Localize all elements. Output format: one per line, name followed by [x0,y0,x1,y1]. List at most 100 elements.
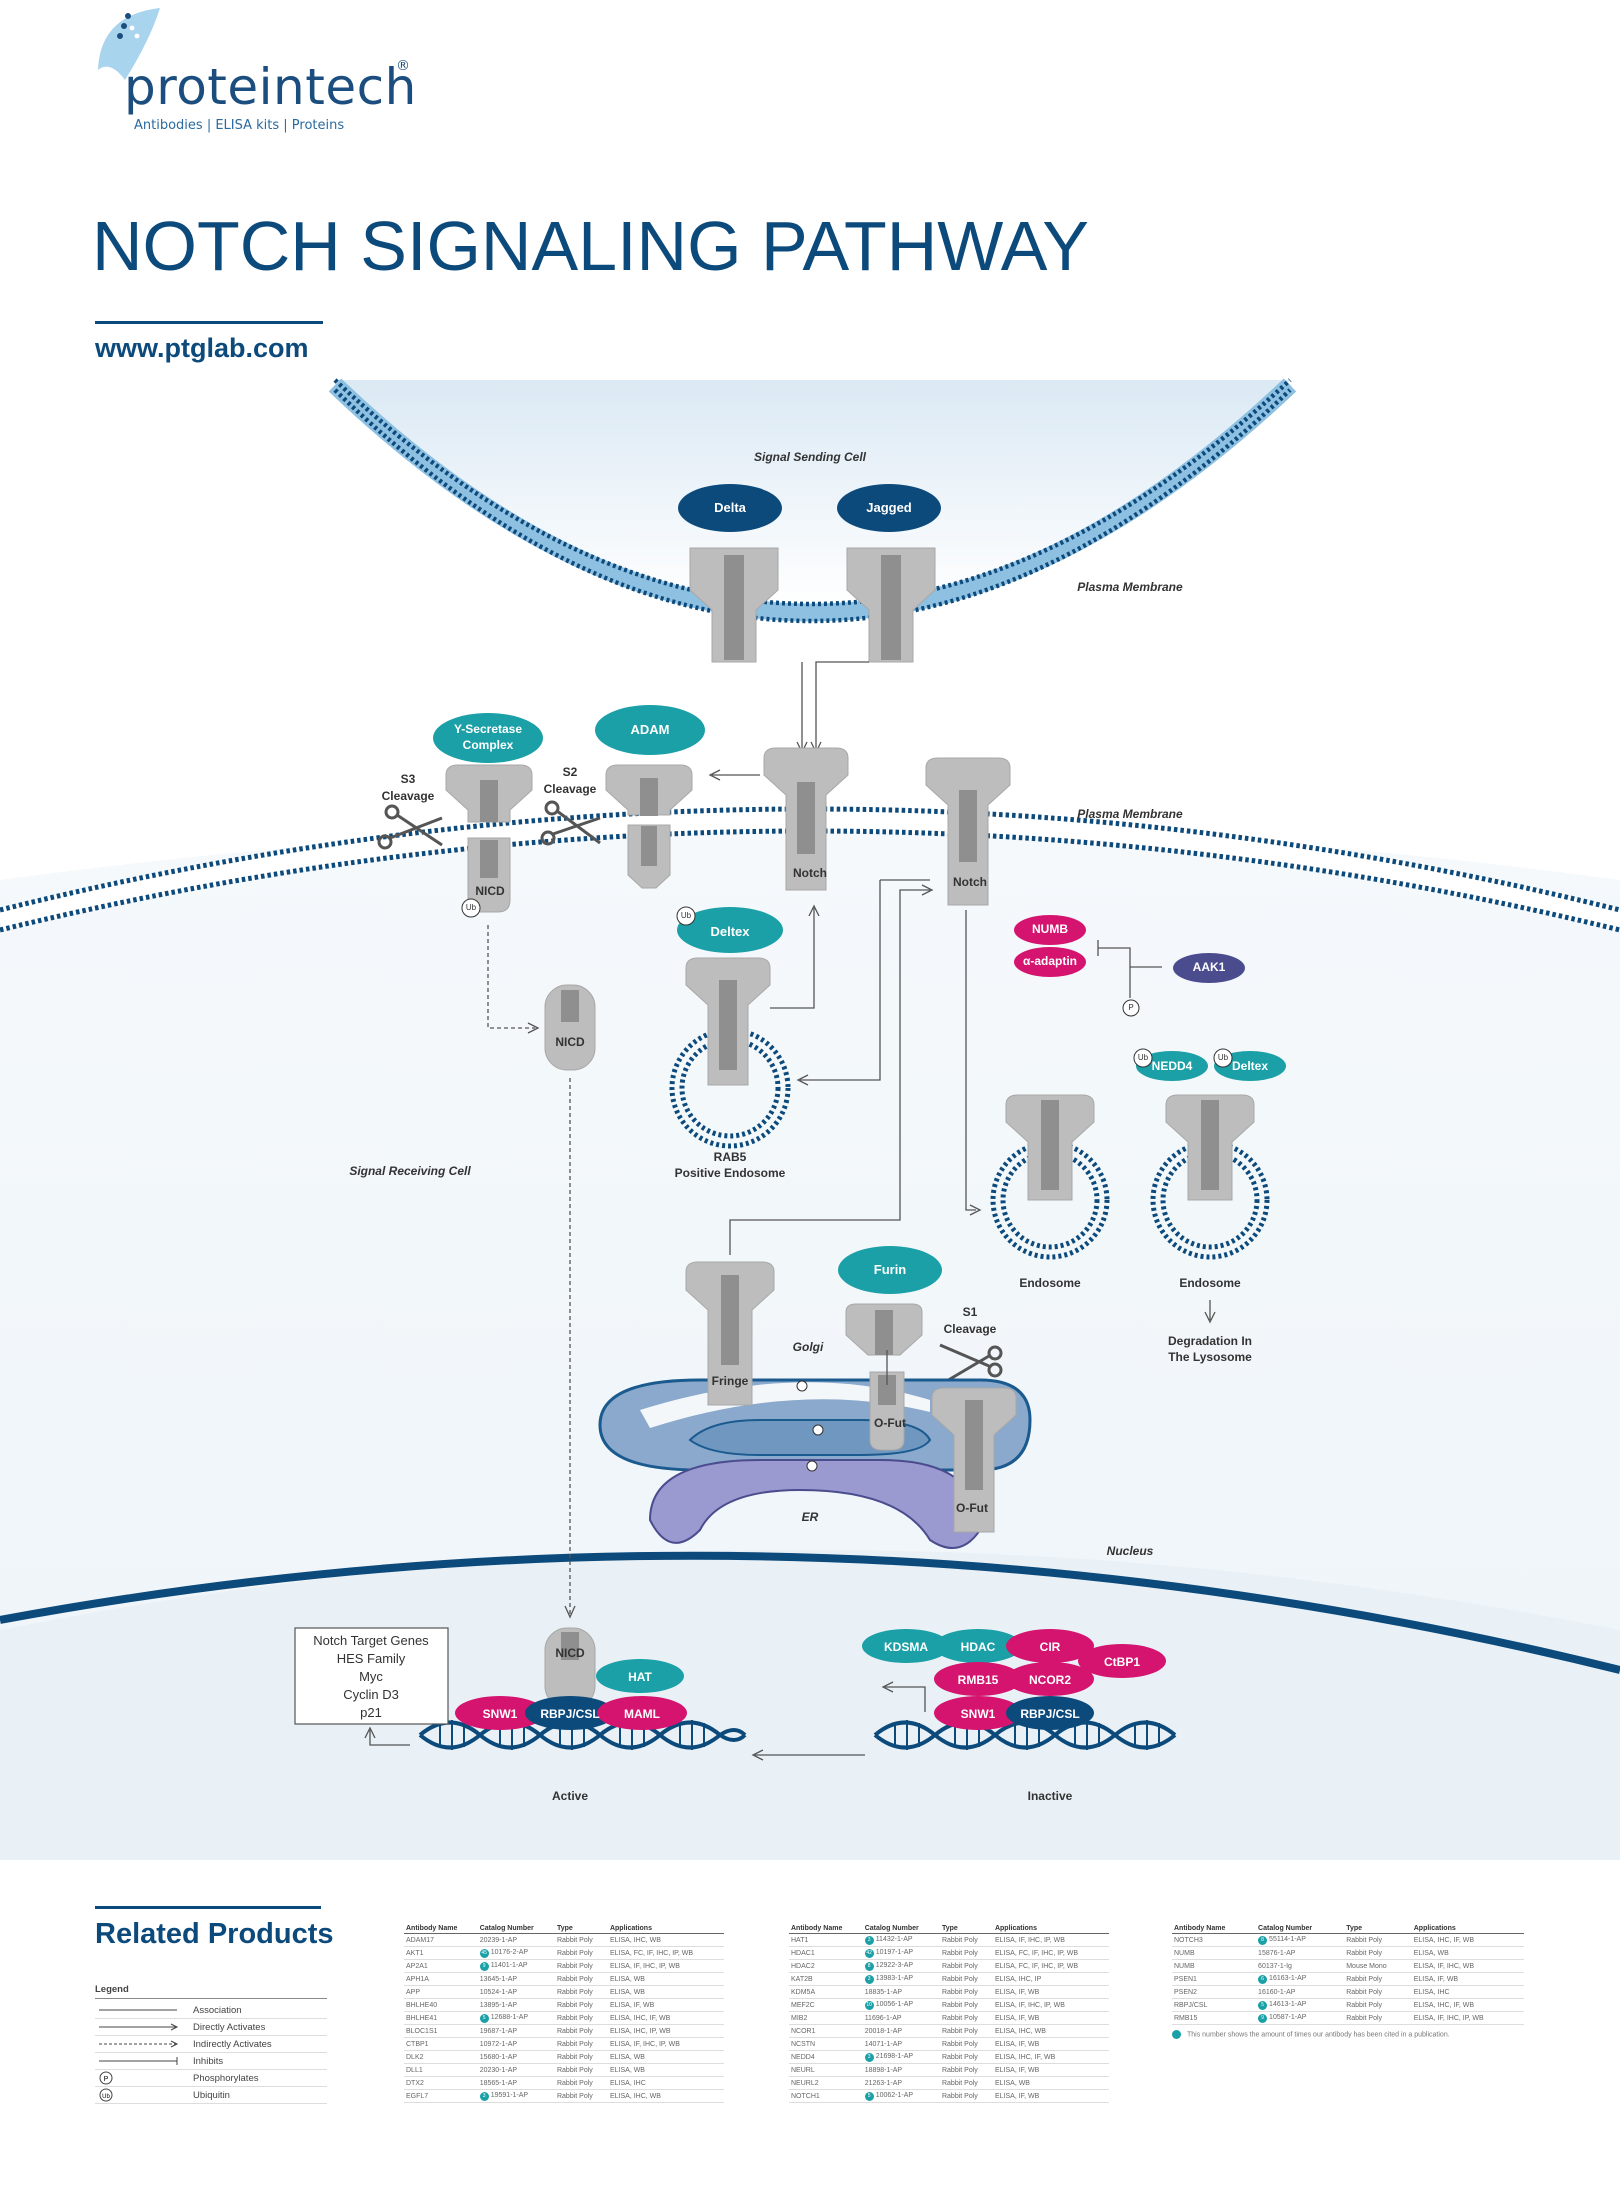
sending-membrane-outer [333,378,1292,607]
catalog-number[interactable]: 60137-1-Ig [1256,1959,1345,1973]
related-products-rule [95,1906,321,1909]
target-gene-p21: p21 [360,1704,382,1720]
catalog-number[interactable]: 10972-1-AP [477,2037,555,2051]
antibody-type: Rabbit Poly [1344,1985,1412,1999]
catalog-number[interactable]: 20239-1-AP [477,1933,555,1947]
snw1-active-label: SNW1 [482,1707,518,1722]
antibody-name: NEURL [789,2063,863,2077]
catalog-number[interactable]: 18898-1-AP [862,2063,940,2077]
antibody-type: Rabbit Poly [939,1985,993,1999]
nicd-cytoplasm [544,984,596,1071]
applications: ELISA, WB [607,2063,724,2077]
catalog-number[interactable]: 21263-1-AP [862,2076,940,2090]
column-header: Antibody Name [789,1924,863,1934]
deltex2-label: Deltex [1231,1059,1269,1074]
column-header: Catalog Number [1256,1924,1345,1934]
catalog-number[interactable]: 11696-1-AP [862,2011,940,2025]
catalog-number[interactable]: 16160-1-AP [1256,1985,1345,1999]
target-gene-cyclin: Cyclin D3 [343,1686,399,1702]
antibody-name: CTBP1 [404,2037,478,2051]
golgi-label: Golgi [792,1340,824,1355]
ofut2-label: O-Fut [956,1501,988,1516]
citation-badge: 10 [864,2000,874,2010]
catalog-number[interactable]: 10524-1-AP [477,1985,555,1999]
catalog-number[interactable]: 18835-1-AP [862,1985,940,1999]
catalog-number[interactable]: 14071-1-AP [862,2037,940,2051]
antibody-name: NCOR1 [789,2024,863,2038]
ub-marker-4: Ub [1217,1052,1229,1062]
antibody-type: Rabbit Poly [554,2063,608,2077]
website-link[interactable]: www.ptglab.com [95,333,309,363]
applications: ELISA, IF, IHC, IP, WB [992,1933,1109,1947]
citation-badge: 8 [1258,1935,1268,1945]
notch-receptor-1 [763,747,849,891]
antibody-name: DLL1 [404,2063,478,2077]
s2-line2: Cleavage [543,782,597,797]
antibody-type: Rabbit Poly [554,1998,608,2012]
adam-label: ADAM [630,721,670,737]
antibody-type: Rabbit Poly [554,2089,608,2103]
catalog-number[interactable]: 15680-1-AP [477,2050,555,2064]
catalog-number[interactable]: 20230-1-AP [477,2063,555,2077]
applications: ELISA, IHC, WB [992,2024,1109,2038]
target-gene-hes: HES Family [336,1650,406,1666]
catalog-number[interactable]: 18565-1-AP [477,2076,555,2090]
brand-name: proteintech [124,58,417,116]
catalog-number[interactable]: 13895-1-AP [477,1998,555,2012]
catalog-number[interactable]: 20018-1-AP [862,2024,940,2038]
catalog-number[interactable]: 15876-1-AP [1256,1946,1345,1960]
catalog-number[interactable]: 19687-1-AP [477,2024,555,2038]
applications: ELISA, IF, WB [992,2063,1109,2077]
target-gene-title: Notch Target Genes [313,1632,429,1648]
catalog-number[interactable]: 13645-1-AP [477,1972,555,1986]
